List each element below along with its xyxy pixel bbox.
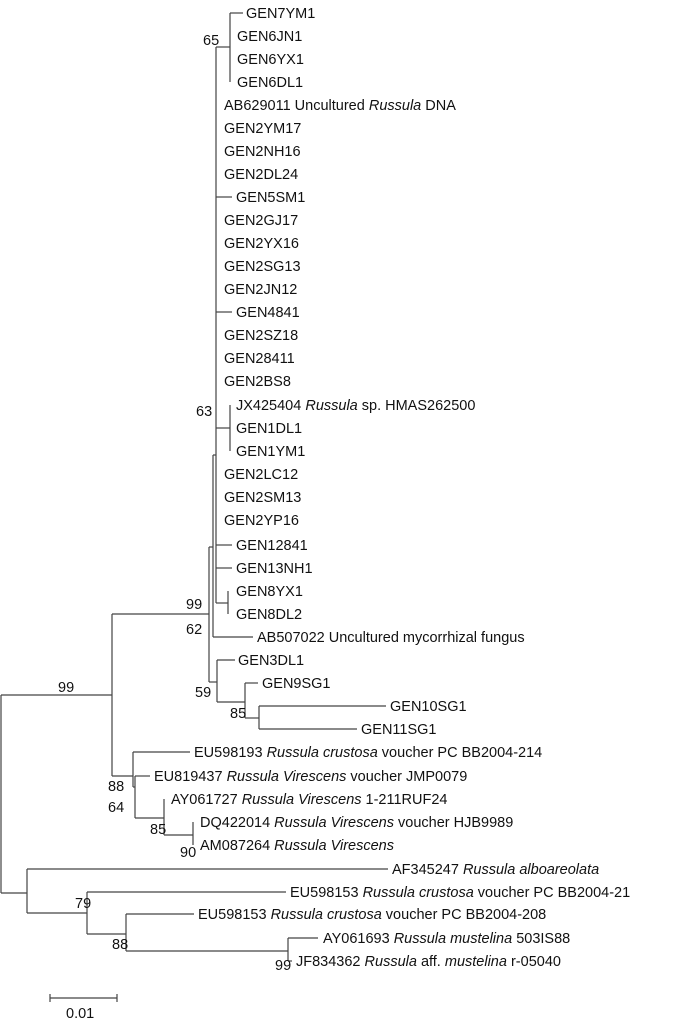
leaf-label: JF834362 Russula aff. mustelina r-05040 [296,954,561,970]
bootstrap-value: 99 [275,958,291,974]
leaf-label: AF345247 Russula alboareolata [392,862,599,878]
bootstrap-value: 88 [108,779,124,795]
leaf-label: JX425404 Russula sp. HMAS262500 [236,398,475,414]
leaf-label: GEN2GJ17 [224,213,298,229]
leaf-label: GEN2SM13 [224,490,301,506]
leaf-label: EU598153 Russula crustosa voucher PC BB2… [290,885,630,901]
leaf-label: GEN6YX1 [237,52,304,68]
leaf-label: GEN2SZ18 [224,328,298,344]
leaf-label: GEN9SG1 [262,676,331,692]
bootstrap-value: 63 [196,404,212,420]
leaf-label: GEN7YM1 [246,6,315,22]
leaf-label: GEN6JN1 [237,29,302,45]
bootstrap-value: 99 [58,680,74,696]
leaf-label: GEN2BS8 [224,374,291,390]
leaf-label: EU598193 Russula crustosa voucher PC BB2… [194,745,542,761]
leaf-label: GEN2DL24 [224,167,298,183]
leaf-label: GEN5SM1 [236,190,305,206]
leaf-label: GEN2YX16 [224,236,299,252]
leaf-label: GEN2JN12 [224,282,297,298]
leaf-label: GEN8YX1 [236,584,303,600]
bootstrap-value: 62 [186,622,202,638]
leaf-label: GEN12841 [236,538,308,554]
leaf-label: GEN28411 [224,351,295,367]
leaf-label: GEN10SG1 [390,699,467,715]
leaf-label: GEN2NH16 [224,144,301,160]
leaf-label: GEN2LC12 [224,467,298,483]
leaf-label: DQ422014 Russula Virescens voucher HJB99… [200,815,513,831]
leaf-label: GEN4841 [236,305,300,321]
scale-bar: 0.01 [49,994,118,1022]
bootstrap-value: 64 [108,800,124,816]
bootstrap-value: 79 [75,896,91,912]
bootstrap-value: 88 [112,937,128,953]
bootstrap-value: 90 [180,845,196,861]
leaf-label: GEN2YP16 [224,513,299,529]
leaf-label: GEN11SG1 [361,722,437,738]
leaf-label: AY061727 Russula Virescens 1-211RUF24 [171,792,447,808]
leaf-label: GEN1YM1 [236,444,305,460]
bootstrap-labels: 65 63 99 62 99 59 85 88 64 85 90 79 88 99 [58,33,291,974]
bootstrap-value: 99 [186,597,202,613]
leaf-label: AB507022 Uncultured mycorrhizal fungus [257,630,525,646]
bootstrap-value: 65 [203,33,219,49]
leaf-label: GEN6DL1 [237,75,303,91]
bootstrap-value: 59 [195,685,211,701]
leaf-label: EU598153 Russula crustosa voucher PC BB2… [198,907,546,923]
leaf-label: GEN2SG13 [224,259,301,275]
leaf-label: GEN2YM17 [224,121,301,137]
scale-bar-label: 0.01 [66,1006,94,1022]
leaf-label: AY061693 Russula mustelina 503IS88 [323,931,570,947]
bootstrap-value: 85 [150,822,166,838]
leaf-label: AB629011 Uncultured Russula DNA [224,98,456,114]
branches [0,12,388,962]
leaf-label: GEN13NH1 [236,561,313,577]
leaf-label: AM087264 Russula Virescens [200,838,394,854]
leaf-label: GEN1DL1 [236,421,302,437]
leaf-label: GEN8DL2 [236,607,302,623]
leaf-label: EU819437 Russula Virescens voucher JMP00… [154,769,467,785]
leaf-label: GEN3DL1 [238,653,304,669]
bootstrap-value: 85 [230,706,246,722]
